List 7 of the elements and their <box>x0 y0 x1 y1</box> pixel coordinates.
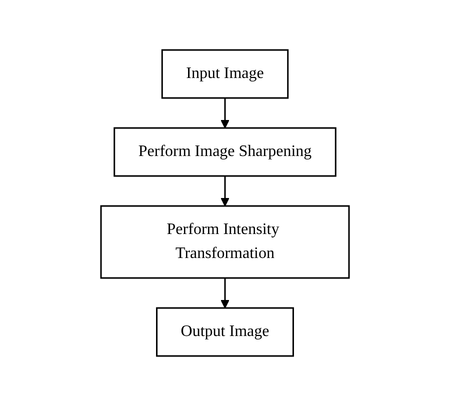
node-box: Perform Image Sharpening <box>113 127 336 177</box>
node-box: Input Image <box>160 49 288 99</box>
node-box: Perform Intensity Transformation <box>100 205 350 279</box>
arrow <box>220 278 229 308</box>
node-box: Output Image <box>156 307 294 357</box>
arrow <box>220 98 229 128</box>
arrow <box>220 176 229 206</box>
